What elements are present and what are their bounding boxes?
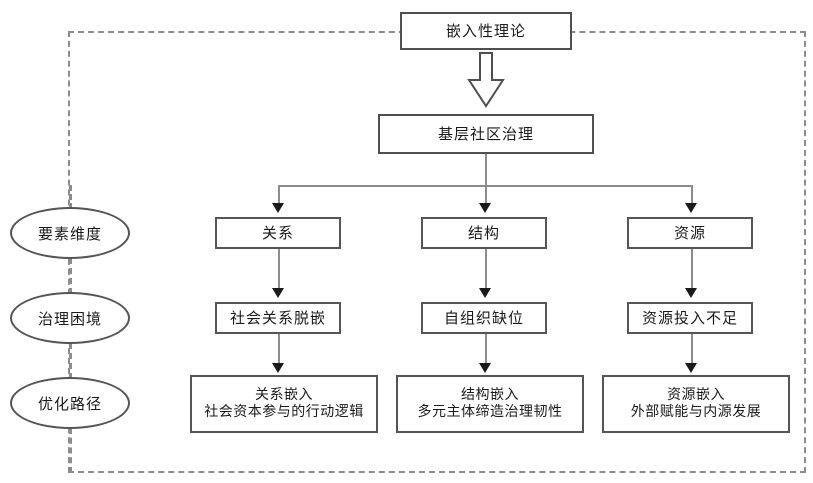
connector-structure-to-path [485,334,487,364]
node-dilemma-resource[interactable]: 资源投入不足 [627,302,753,334]
node-dilemma-relationship[interactable]: 社会关系脱嵌 [215,302,341,334]
stage-spine-segment-lower [69,343,72,379]
node-path-relationship-line1: 关系嵌入 [255,386,313,403]
stage-ellipse-governance-dilemma[interactable]: 治理困境 [10,292,130,344]
connector-governance-stem [485,154,487,186]
node-dimension-structure-label: 结构 [467,223,500,242]
stage-ellipse-optimization-path[interactable]: 优化路径 [10,377,130,429]
node-dimension-resource-label: 资源 [673,223,706,242]
connector-branch-bar [278,185,691,187]
arrow-head-icon-resource-dilemma [685,288,697,298]
node-path-resource-line2: 外部赋能与内源发展 [630,404,762,420]
connector-relationship-to-dilemma [278,249,280,289]
node-path-resource-line1: 资源嵌入 [667,386,725,403]
stage-ellipse-element-dimension[interactable]: 要素维度 [10,207,130,259]
node-grassroots-community-governance-label: 基层社区治理 [437,124,534,143]
arrow-head-icon-resource-path [685,363,697,373]
block-arrow-down-icon [466,52,506,108]
node-path-relationship[interactable]: 关系嵌入 社会资本参与的行动逻辑 [190,375,378,433]
connector-branch-drop-center [485,185,487,205]
node-grassroots-community-governance[interactable]: 基层社区治理 [378,114,594,154]
node-path-relationship-line2: 社会资本参与的行动逻辑 [204,404,364,420]
arrow-head-icon-structure-dilemma [479,288,491,298]
node-path-structure-line1: 结构嵌入 [461,386,519,403]
connector-resource-to-path [691,334,693,364]
arrow-head-icon-relationship-path [272,363,284,373]
stage-ellipse-optimization-path-label: 优化路径 [37,394,102,413]
stage-spine-segment-top [69,185,72,209]
stage-ellipse-element-dimension-label: 要素维度 [37,224,102,243]
node-dilemma-resource-label: 资源投入不足 [641,308,738,327]
connector-structure-to-dilemma [485,249,487,289]
node-path-structure-line2: 多元主体缔造治理韧性 [417,404,563,420]
arrow-head-icon-branch-center [479,203,491,213]
arrow-head-icon-relationship-dilemma [272,288,284,298]
node-dilemma-relationship-label: 社会关系脱嵌 [229,308,326,327]
node-dilemma-structure-label: 自组织缺位 [443,308,524,327]
node-path-resource[interactable]: 资源嵌入 外部赋能与内源发展 [602,375,790,433]
node-dimension-resource[interactable]: 资源 [627,217,753,249]
arrow-head-icon-branch-left [272,203,284,213]
connector-relationship-to-path [278,334,280,364]
connector-branch-drop-left [278,185,280,205]
stage-spine-segment-upper [69,258,72,294]
arrow-head-icon-branch-right [685,203,697,213]
connector-branch-drop-right [691,185,693,205]
node-embeddedness-theory-label: 嵌入性理论 [445,21,526,40]
arrow-head-icon-structure-path [479,363,491,373]
connector-resource-to-dilemma [691,249,693,289]
node-dimension-structure[interactable]: 结构 [421,217,547,249]
stage-spine-segment-bottom [69,428,72,473]
node-dimension-relationship[interactable]: 关系 [215,217,341,249]
node-path-structure[interactable]: 结构嵌入 多元主体缔造治理韧性 [396,375,584,433]
node-embeddedness-theory[interactable]: 嵌入性理论 [400,12,572,50]
node-dimension-relationship-label: 关系 [261,223,294,242]
node-dilemma-structure[interactable]: 自组织缺位 [421,302,547,334]
stage-ellipse-governance-dilemma-label: 治理困境 [37,309,102,328]
